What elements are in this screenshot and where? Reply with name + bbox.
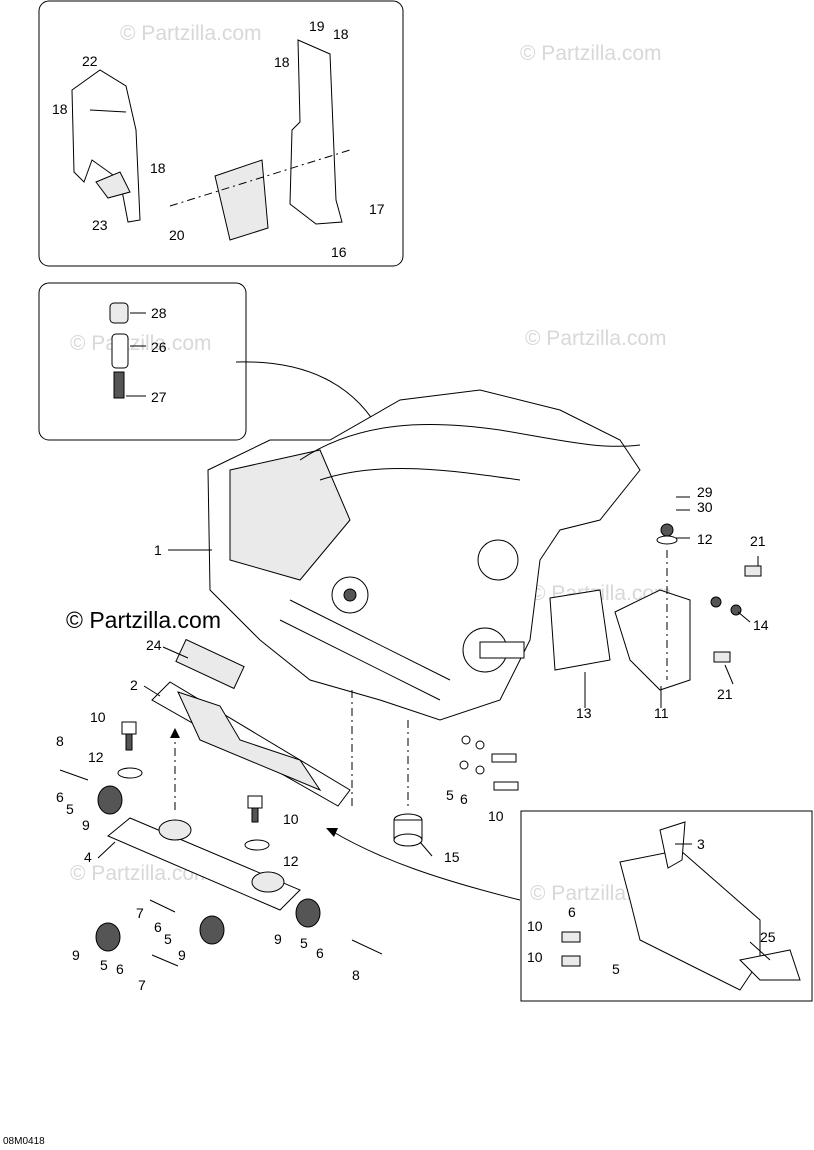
callout-12: 12 bbox=[283, 853, 299, 869]
spacer-15 bbox=[351, 690, 423, 847]
watermark: © Partzilla.com bbox=[525, 327, 667, 350]
callout-24: 24 bbox=[146, 637, 162, 653]
callout-4: 4 bbox=[84, 849, 92, 865]
ecm-bracket bbox=[549, 523, 762, 691]
callout-18: 18 bbox=[333, 26, 349, 42]
callout-26: 26 bbox=[151, 339, 167, 355]
diagram-code: 08M0418 bbox=[3, 1136, 45, 1147]
callout-7: 7 bbox=[138, 977, 146, 993]
watermark: © Partzilla.com bbox=[70, 862, 212, 885]
callout-6: 6 bbox=[460, 791, 468, 807]
callout-17: 17 bbox=[369, 201, 385, 217]
callout-5: 5 bbox=[100, 957, 108, 973]
engine-assembly bbox=[207, 389, 641, 721]
callout-12: 12 bbox=[88, 749, 104, 765]
watermark: © Partzilla.com bbox=[520, 42, 662, 65]
spacer-parts bbox=[109, 302, 146, 399]
callout-5: 5 bbox=[66, 801, 74, 817]
callout-9: 9 bbox=[178, 947, 186, 963]
callout-6: 6 bbox=[568, 904, 576, 920]
callout-23: 23 bbox=[92, 217, 108, 233]
callout-10: 10 bbox=[527, 949, 543, 965]
mount-plate-4 bbox=[107, 728, 301, 911]
callout-28: 28 bbox=[151, 305, 167, 321]
callout-5: 5 bbox=[300, 935, 308, 951]
callout-5: 5 bbox=[612, 961, 620, 977]
callout-1: 1 bbox=[154, 542, 162, 558]
callout-3: 3 bbox=[697, 836, 705, 852]
callout-7: 7 bbox=[136, 905, 144, 921]
callout-8: 8 bbox=[56, 733, 64, 749]
callout-27: 27 bbox=[151, 389, 167, 405]
callout-6: 6 bbox=[56, 789, 64, 805]
callout-10: 10 bbox=[527, 918, 543, 934]
watermark: © Partzilla.com bbox=[120, 22, 262, 45]
callout-15: 15 bbox=[444, 849, 460, 865]
callout-9: 9 bbox=[274, 931, 282, 947]
callout-12: 12 bbox=[697, 531, 713, 547]
callouts: 22 18 18 23 19 18 18 17 20 16 28 26 27 1… bbox=[52, 18, 776, 993]
callout-13: 13 bbox=[576, 705, 592, 721]
leader-lines bbox=[97, 496, 771, 961]
callout-21: 21 bbox=[750, 533, 766, 549]
arrow-from-support bbox=[329, 829, 521, 901]
watermarks: © Partzilla.com © Partzilla.com © Partzi… bbox=[66, 22, 672, 905]
inset-box-support bbox=[520, 810, 813, 1002]
callout-20: 20 bbox=[169, 227, 185, 243]
callout-16: 16 bbox=[331, 244, 347, 260]
callout-22: 22 bbox=[82, 53, 98, 69]
bracket-16 bbox=[169, 39, 351, 241]
fasteners-center bbox=[459, 735, 519, 791]
callout-18: 18 bbox=[274, 54, 290, 70]
callout-5: 5 bbox=[446, 787, 454, 803]
callout-9: 9 bbox=[72, 947, 80, 963]
mount-bracket-2 bbox=[151, 638, 351, 807]
watermark: © Partzilla.com bbox=[70, 332, 212, 355]
callout-18: 18 bbox=[150, 160, 166, 176]
callout-6: 6 bbox=[316, 945, 324, 961]
callout-8: 8 bbox=[352, 967, 360, 983]
callout-21: 21 bbox=[717, 686, 733, 702]
callout-5: 5 bbox=[164, 931, 172, 947]
callout-10: 10 bbox=[283, 811, 299, 827]
callout-2: 2 bbox=[130, 677, 138, 693]
support-bracket bbox=[561, 821, 801, 991]
callout-29: 29 bbox=[697, 484, 713, 500]
callout-18: 18 bbox=[52, 101, 68, 117]
inset-box-brackets bbox=[38, 0, 404, 267]
watermark-main: © Partzilla.com bbox=[66, 607, 221, 633]
callout-19: 19 bbox=[309, 18, 325, 34]
callout-9: 9 bbox=[82, 817, 90, 833]
callout-6: 6 bbox=[154, 919, 162, 935]
bracket-23 bbox=[71, 69, 141, 223]
callout-10: 10 bbox=[90, 709, 106, 725]
callout-25: 25 bbox=[760, 929, 776, 945]
fasteners-left bbox=[59, 721, 383, 967]
callout-10: 10 bbox=[488, 808, 504, 824]
callout-11: 11 bbox=[654, 705, 669, 721]
rubber-mounts bbox=[95, 785, 321, 952]
callout-6: 6 bbox=[116, 961, 124, 977]
callout-14: 14 bbox=[753, 617, 769, 633]
inset-box-spacers bbox=[38, 282, 247, 441]
callout-30: 30 bbox=[697, 499, 713, 515]
